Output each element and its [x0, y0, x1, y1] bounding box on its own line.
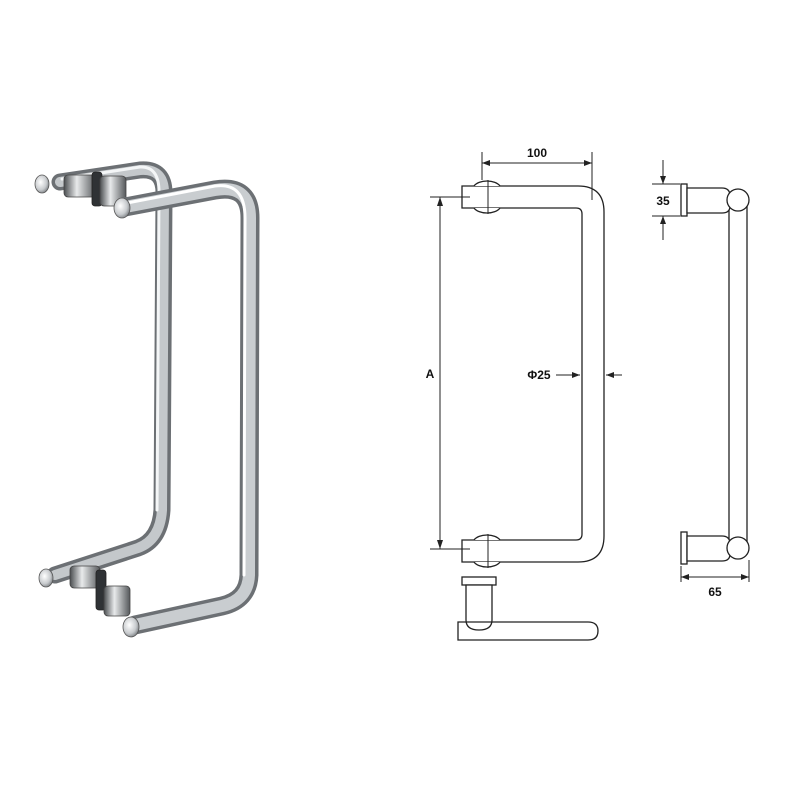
rear-top-end-cap — [34, 174, 50, 194]
diameter-dimension: Φ25 — [527, 368, 622, 382]
rear-bottom-end-cap — [38, 568, 54, 588]
plan-post — [465, 584, 493, 631]
height-dimension: A — [426, 196, 470, 550]
side-bar — [728, 199, 748, 549]
side-elevation-drawing: 35 65 — [652, 160, 750, 599]
base-height-dimension: 35 — [652, 160, 680, 240]
plan-base-plate — [461, 576, 497, 586]
depth-label: 65 — [708, 585, 722, 599]
plan-bar — [457, 621, 599, 641]
front-handle — [113, 179, 260, 638]
side-top-plate — [680, 183, 688, 217]
top-fixing-spindle — [63, 171, 127, 207]
handle-photo — [34, 161, 260, 638]
width-label: 100 — [527, 146, 547, 160]
front-top-end-cap — [113, 197, 131, 219]
height-label: A — [426, 367, 435, 381]
front-elevation-drawing: 100 A Φ25 — [426, 146, 622, 568]
rear-handle — [34, 161, 173, 588]
top-plan-drawing — [457, 576, 599, 641]
bottom-mount — [473, 534, 501, 568]
side-bottom-plate — [680, 531, 688, 565]
bottom-fixing-spindle — [69, 565, 131, 617]
side-top-ball — [726, 188, 750, 212]
diameter-label: Φ25 — [527, 368, 551, 382]
base-height-label: 35 — [656, 194, 670, 208]
front-bottom-end-cap — [122, 616, 140, 638]
depth-dimension: 65 — [680, 560, 750, 599]
top-mount — [473, 180, 501, 214]
side-bottom-ball — [726, 536, 750, 560]
handle-outline — [461, 185, 605, 563]
side-bottom-post — [686, 535, 731, 562]
side-top-post — [686, 187, 731, 214]
width-dimension: 100 — [481, 146, 593, 200]
